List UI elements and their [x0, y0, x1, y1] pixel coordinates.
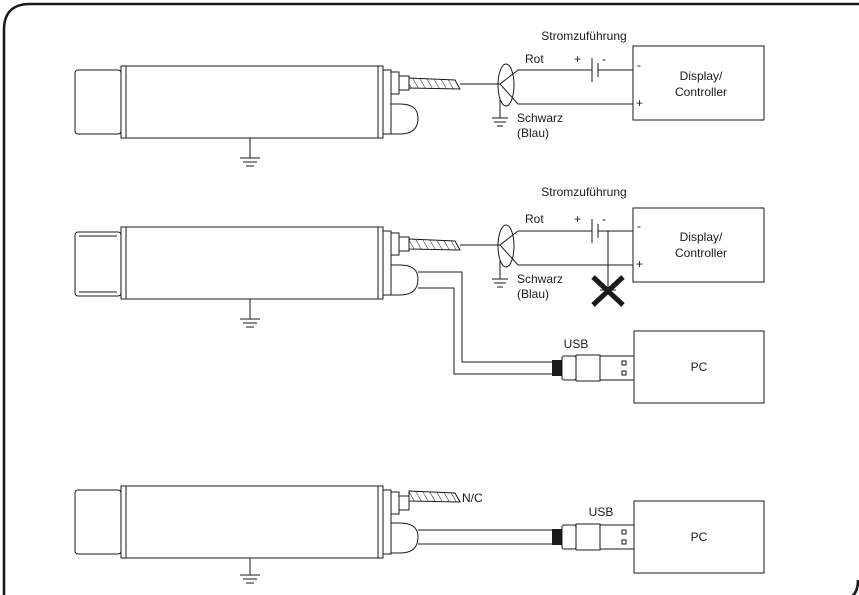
display-controller-box: [632, 45, 765, 121]
usb-label: USB: [589, 505, 614, 519]
unconnected-cable: [408, 490, 461, 503]
pc-label: PC: [691, 530, 708, 544]
sensor-body: [120, 65, 384, 139]
wire-red-label: Rot: [525, 212, 544, 226]
panel-display-and-usb: Stromzuführung Rot + - Schwarz (Blau) - …: [74, 185, 765, 404]
sensor-head: [74, 231, 122, 297]
usb-socket: [390, 103, 419, 135]
ground-symbol: [240, 299, 260, 328]
supply-label: Stromzuführung: [541, 185, 626, 199]
device-minus-label: -: [637, 58, 641, 72]
sensor-3: [74, 485, 419, 584]
cable-shield: [497, 224, 515, 268]
usb-plug-grip: [552, 360, 562, 376]
power-cable: [408, 77, 461, 90]
usb-socket: [390, 522, 419, 554]
usb-socket: [390, 264, 419, 296]
pc-box: [633, 500, 765, 574]
cross-mark-icon: [591, 275, 625, 307]
usb-plug: [552, 354, 635, 382]
cable-gland: [390, 232, 400, 256]
red-wire: [499, 69, 592, 85]
wire-black-label: Schwarz: [517, 111, 563, 125]
usb-label: USB: [564, 337, 589, 351]
power-cable: [408, 238, 461, 251]
sensor-body: [120, 485, 384, 559]
device-label-line1: Display/: [680, 230, 723, 244]
ground-symbol: [240, 558, 260, 584]
battery-symbol: [591, 58, 633, 82]
black-wire: [499, 83, 633, 105]
battery-plus-label: +: [574, 212, 581, 226]
supply-label: Stromzuführung: [541, 29, 626, 43]
red-wire: [499, 230, 592, 246]
pc-label: PC: [691, 360, 708, 374]
panel-display-connection: Stromzuführung Rot + - Schwarz (Blau) - …: [74, 29, 765, 167]
pc-box: [633, 330, 765, 404]
nc-label: N/C: [462, 491, 483, 505]
battery-minus-label: -: [602, 212, 606, 226]
usb-cable: [418, 271, 552, 363]
device-plus-label: +: [636, 257, 643, 271]
sensor-1: [74, 65, 419, 167]
wire-red-label: Rot: [525, 52, 544, 66]
wire-black-label: Schwarz: [517, 272, 563, 286]
shield-ground: [492, 100, 508, 127]
ground-symbol: [240, 138, 260, 167]
battery-plus-label: +: [574, 52, 581, 66]
sensor-2: [74, 226, 419, 328]
cable-gland: [390, 71, 400, 95]
device-minus-label: -: [637, 219, 641, 233]
device-label-line2: Controller: [675, 85, 727, 99]
battery-symbol: [591, 219, 633, 243]
device-label-line2: Controller: [675, 246, 727, 260]
sensor-head: [74, 69, 122, 135]
cable-shield: [497, 63, 515, 107]
device-plus-label: +: [636, 96, 643, 110]
panel-usb-only: N/C USB PC: [74, 485, 765, 584]
black-wire: [499, 244, 633, 266]
wire-black-alt-label: (Blau): [517, 126, 549, 140]
usb-plug-grip: [552, 529, 562, 545]
sensor-head: [74, 489, 122, 555]
cable-gland: [390, 491, 400, 515]
display-controller-box: [632, 207, 765, 283]
sensor-body: [120, 226, 384, 300]
usb-plug: [552, 523, 635, 551]
device-label-line1: Display/: [680, 69, 723, 83]
battery-minus-label: -: [602, 52, 606, 66]
wire-black-alt-label: (Blau): [517, 287, 549, 301]
frame-corner: [844, 579, 859, 595]
shield-ground: [492, 261, 508, 288]
